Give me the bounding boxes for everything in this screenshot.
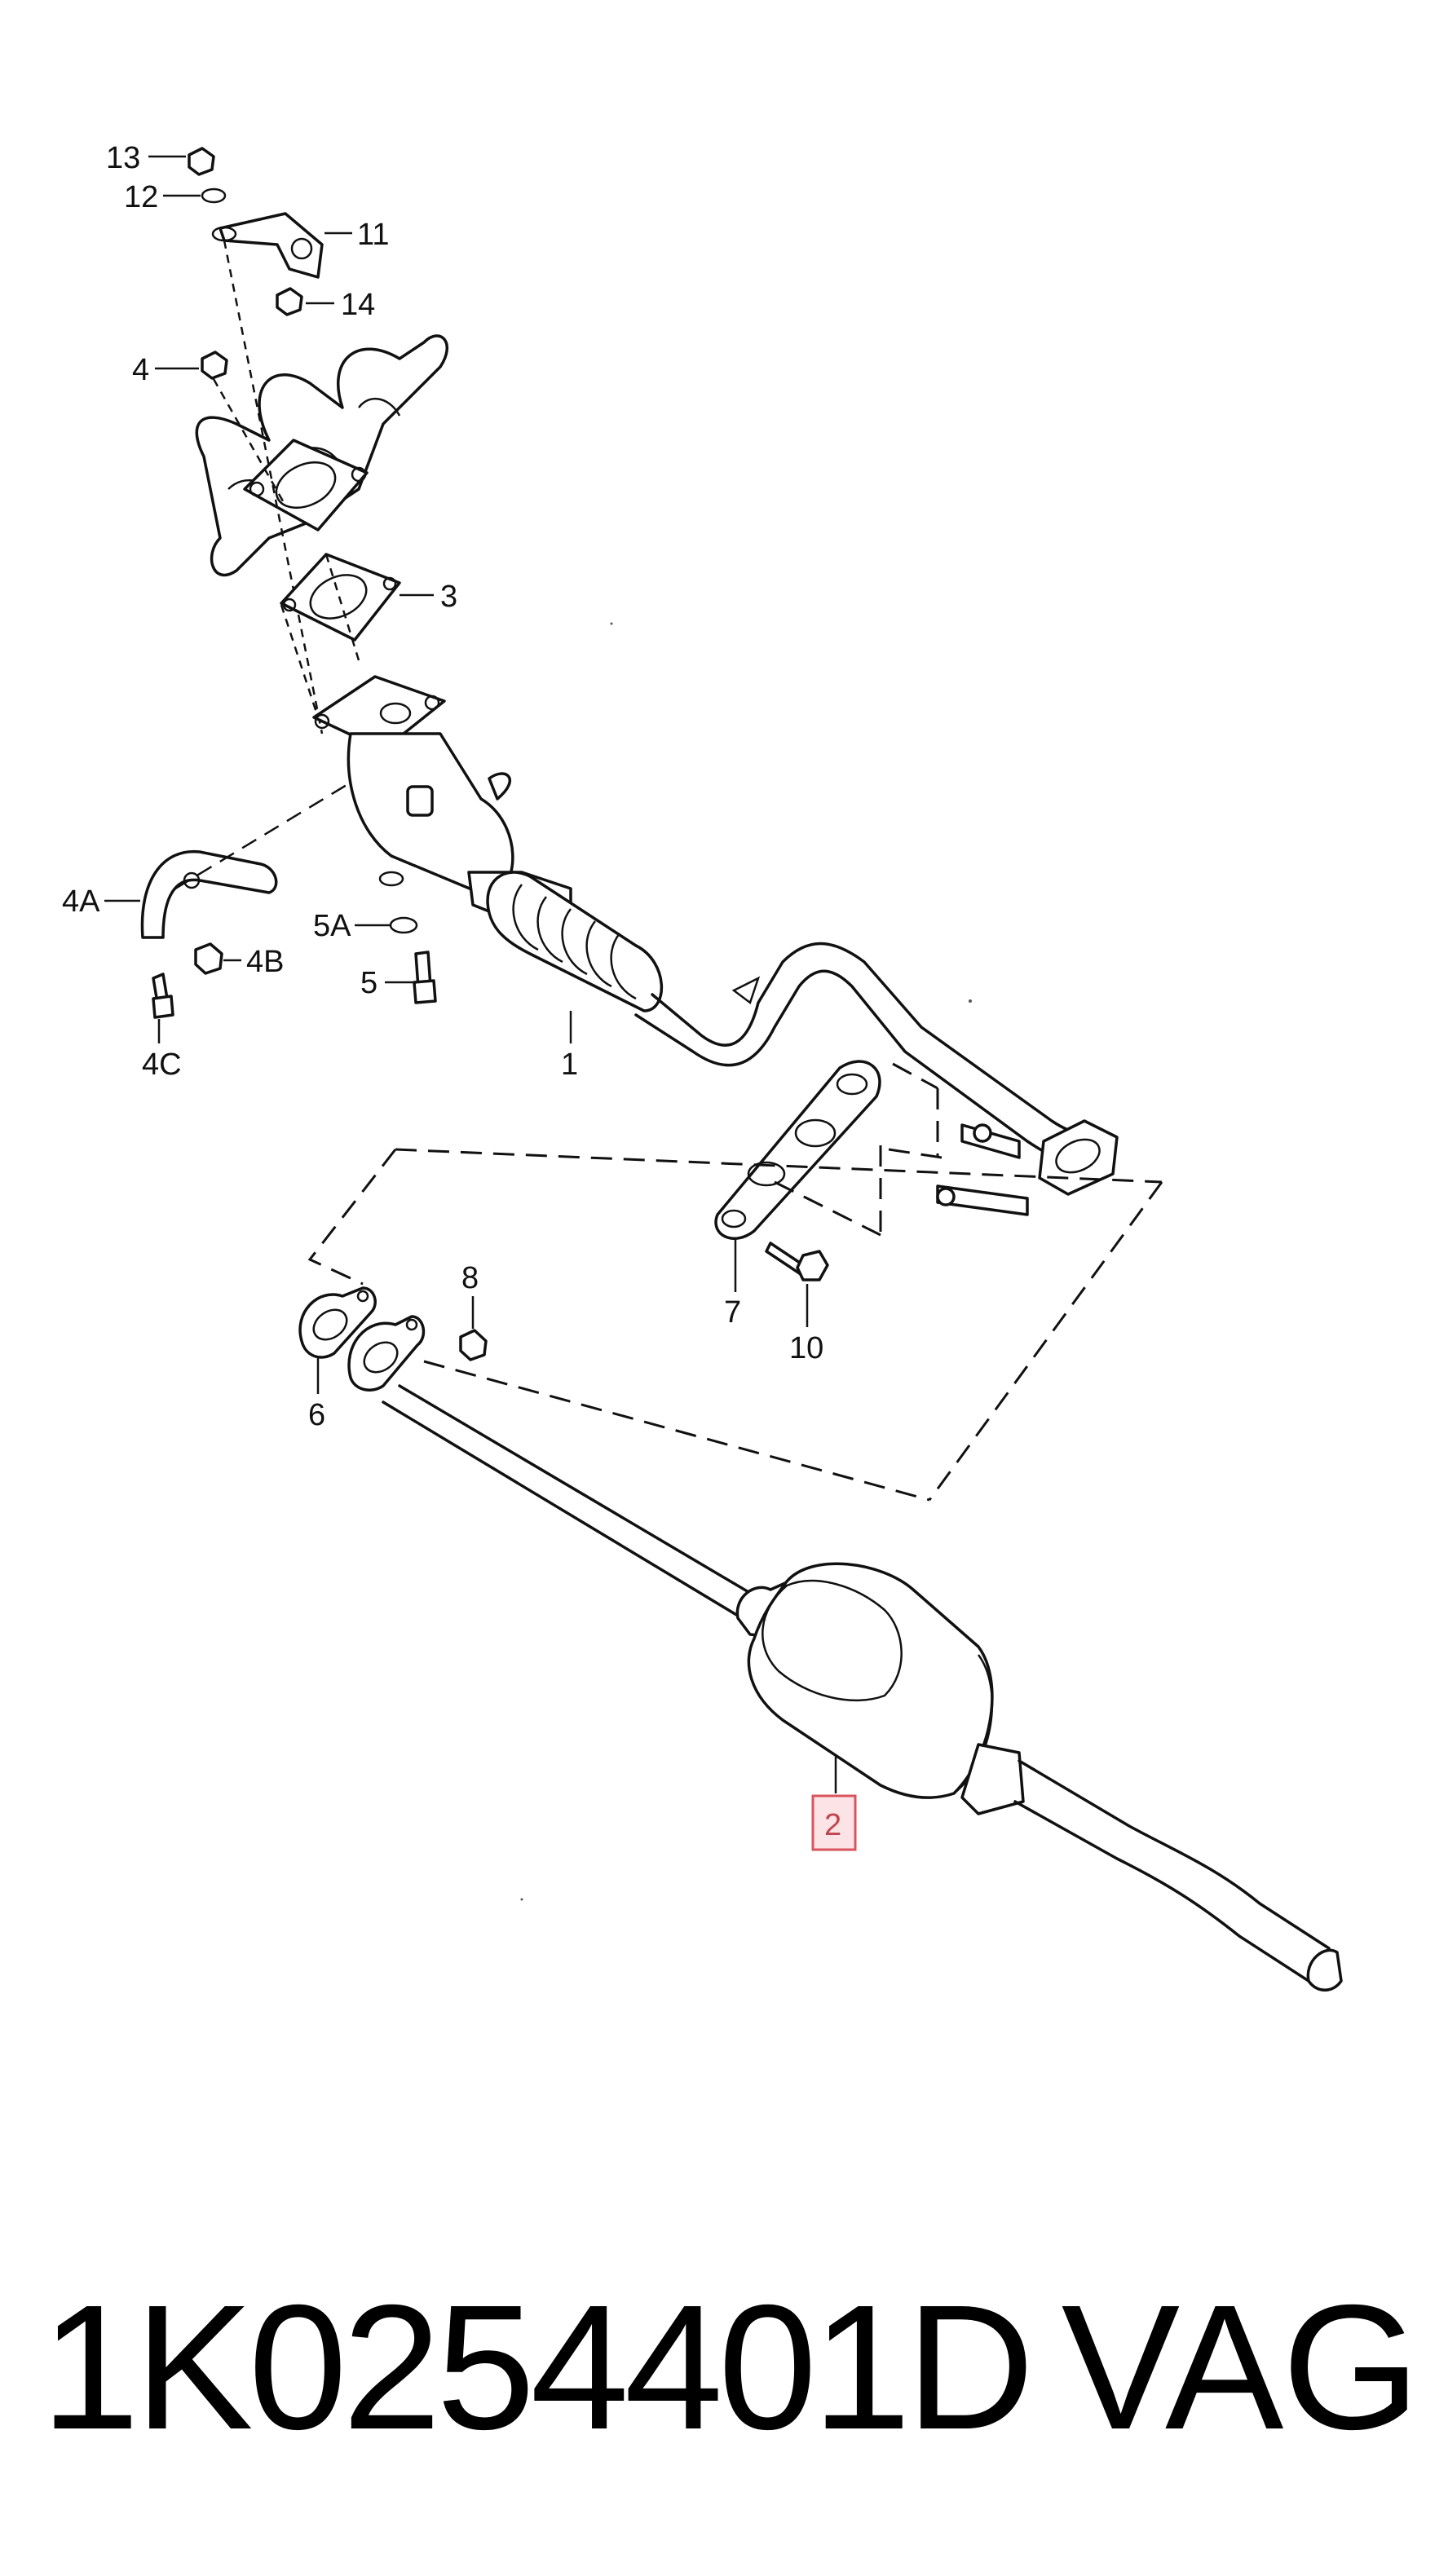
leader-lines <box>104 155 837 1793</box>
callout-5a: 5A <box>313 909 351 943</box>
brand-name: VAG <box>1061 2269 1420 2467</box>
callout-12: 12 <box>124 180 158 214</box>
callout-labels: 13 12 11 14 4 3 4A 4B 4C 5A 5 1 7 10 8 6… <box>62 141 857 1851</box>
part-number: 1K0254401D <box>41 2269 1035 2467</box>
rear-flange-1 <box>936 1119 1119 1216</box>
bolt-5 <box>378 871 437 1004</box>
callout-8: 8 <box>461 1261 479 1295</box>
gasket-3 <box>280 553 401 642</box>
callout-5: 5 <box>360 966 377 1000</box>
fasteners-top <box>188 147 303 380</box>
callout-4a: 4A <box>62 884 100 919</box>
callout-4: 4 <box>132 353 149 387</box>
callout-11: 11 <box>357 218 389 252</box>
front-pipe-1 <box>312 675 1110 1164</box>
callout-2-highlight <box>811 1794 857 1851</box>
clamp-4a <box>140 849 278 1019</box>
bolt-10 <box>765 1242 829 1281</box>
callout-4b: 4B <box>246 945 284 979</box>
callout-10: 10 <box>789 1331 823 1365</box>
callout-6: 6 <box>308 1398 325 1432</box>
nut-8 <box>459 1329 488 1361</box>
bracket-11 <box>211 212 324 279</box>
gasket-6 <box>298 1286 377 1359</box>
part-footer: 1K0254401D VAG <box>41 2269 1420 2467</box>
gasket-7 <box>714 1060 881 1240</box>
callout-7: 7 <box>724 1295 741 1330</box>
callout-14: 14 <box>341 288 375 322</box>
callout-13: 13 <box>106 141 140 175</box>
exhaust-parts-diagram: 13 12 11 14 4 3 4A 4B 4C 5A 5 1 7 10 8 6… <box>62 141 1343 1992</box>
front-silencer-pipe-2 <box>382 1384 1343 1992</box>
pipe-2-flange <box>347 1315 426 1392</box>
callout-2: 2 <box>824 1808 841 1842</box>
manifold-flange <box>243 439 369 532</box>
callout-3: 3 <box>440 580 457 614</box>
callout-1: 1 <box>561 1048 578 1082</box>
callout-4c: 4C <box>142 1048 182 1082</box>
